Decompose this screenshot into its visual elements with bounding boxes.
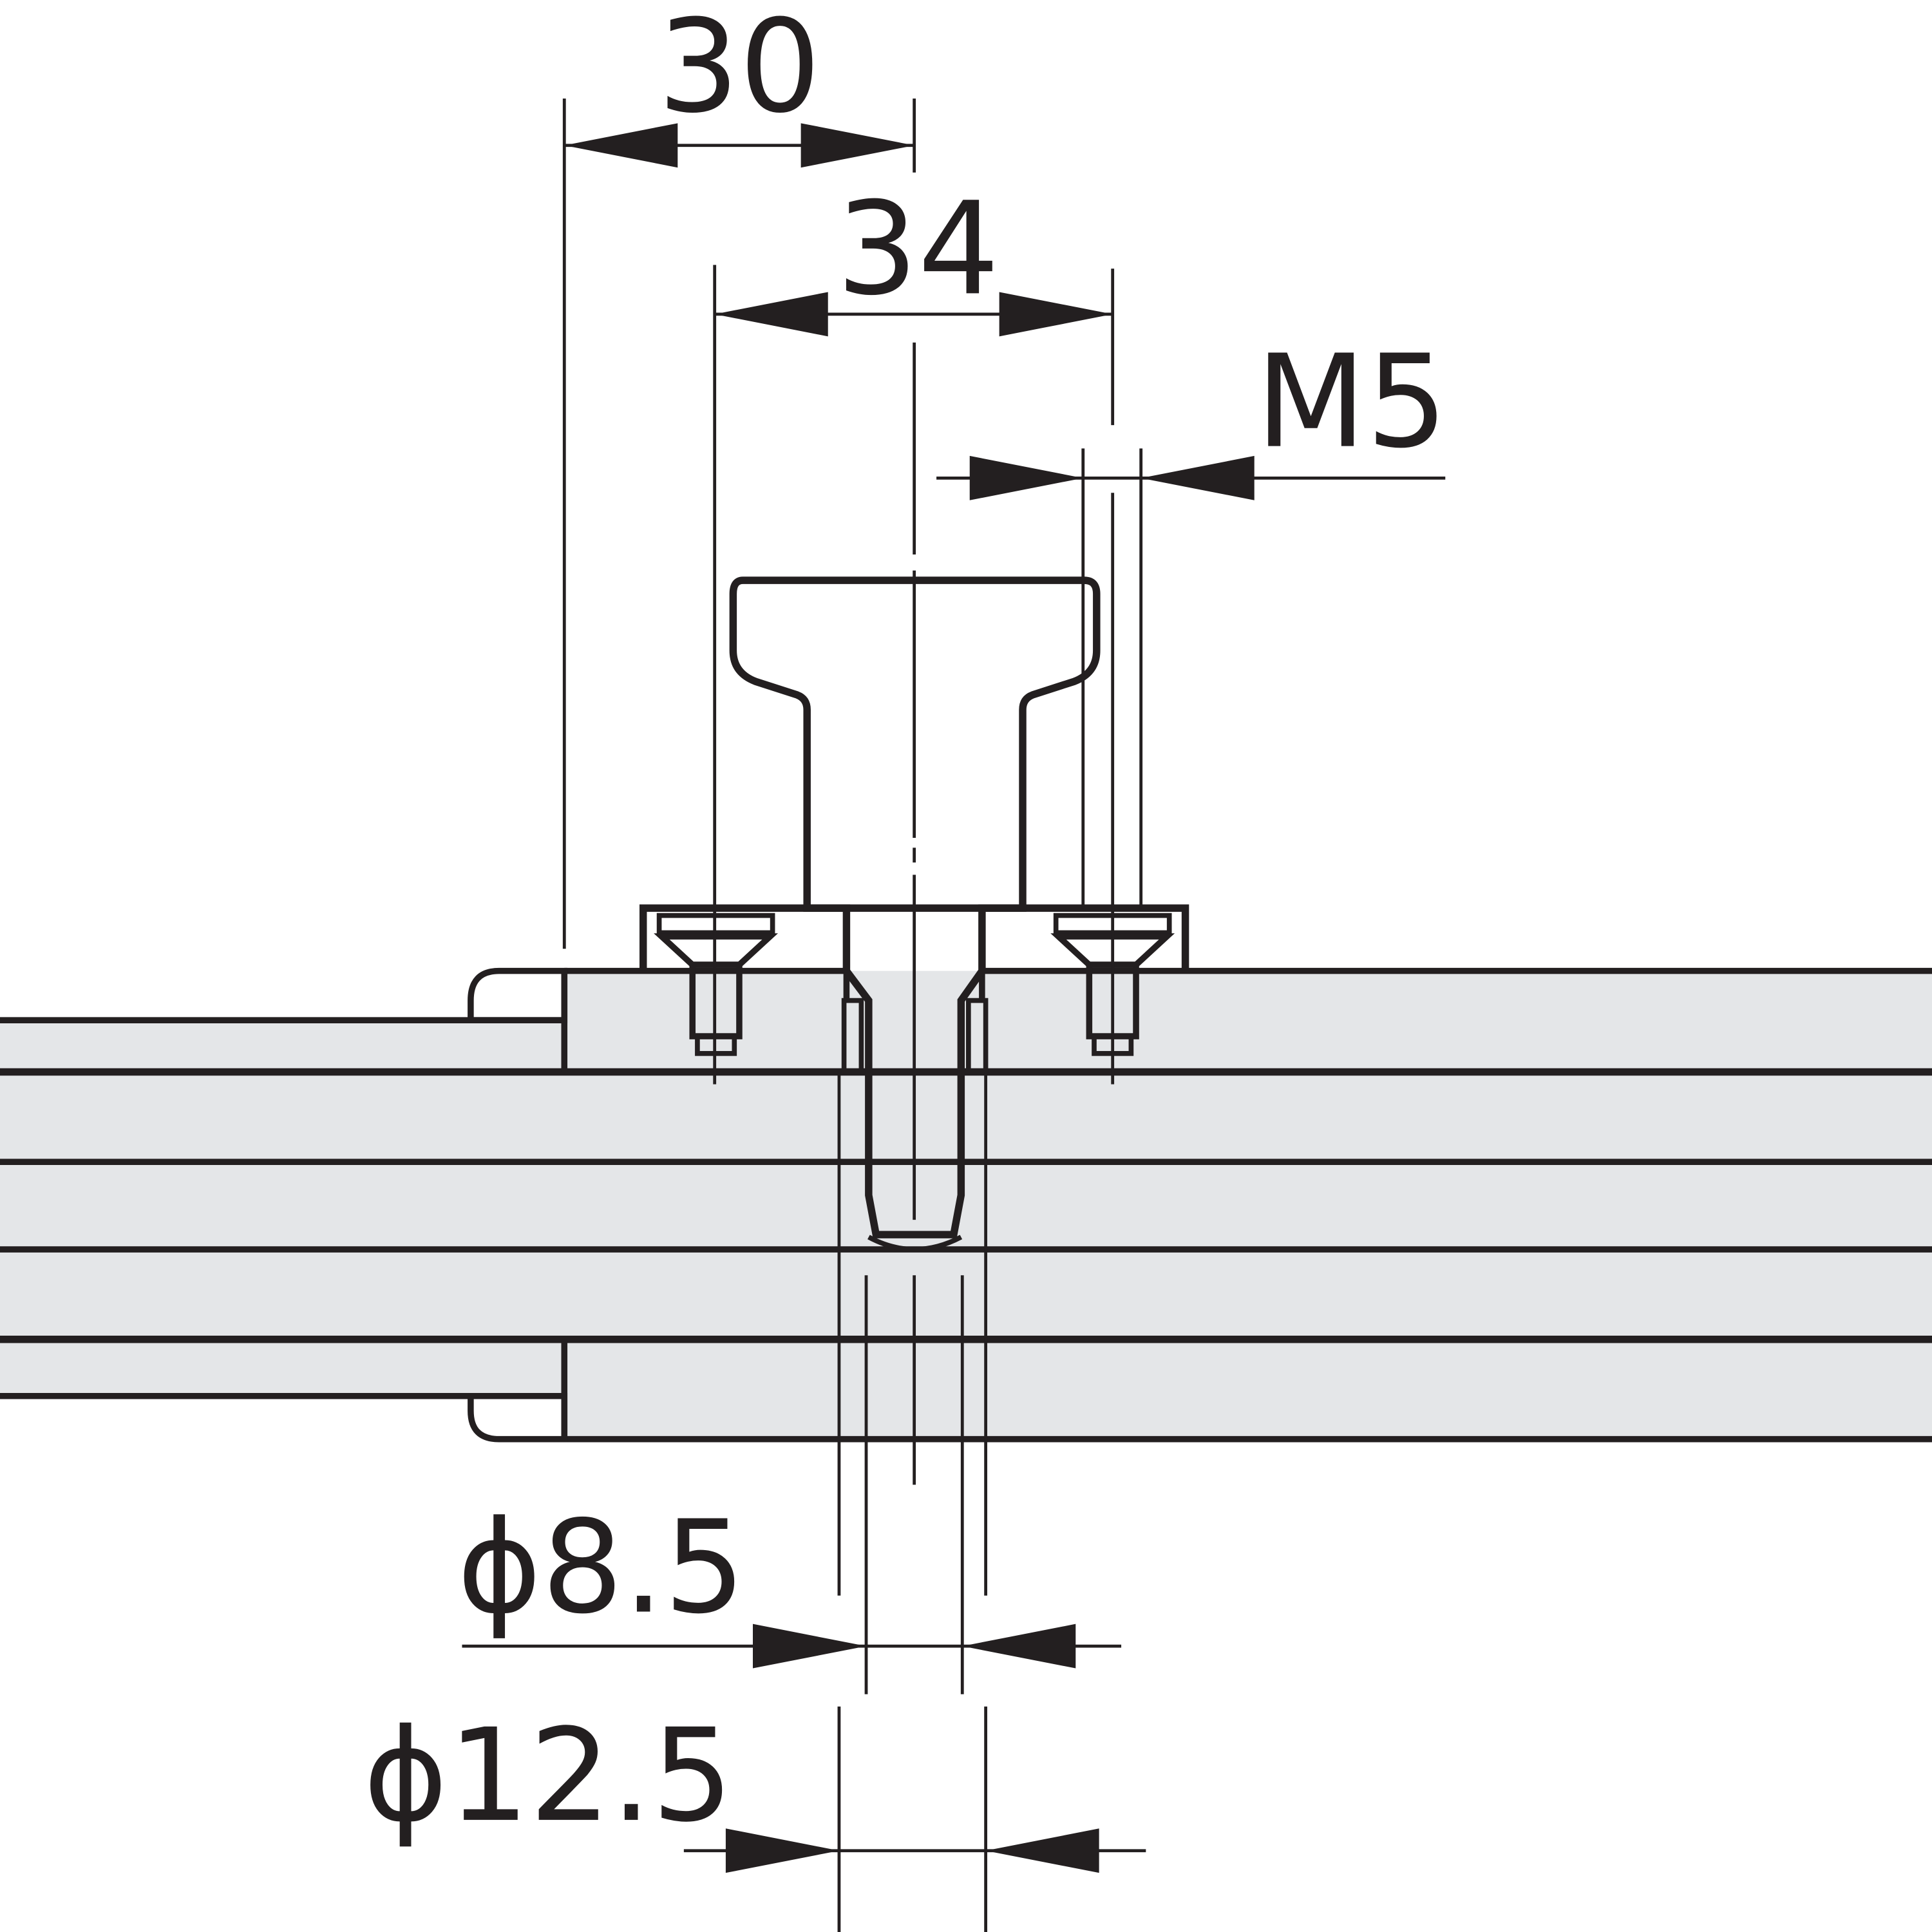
dimension-m5-label: M5 <box>1256 327 1448 477</box>
dimension-diameter-8-5-label: ϕ8.5 <box>457 1493 746 1642</box>
dimension-34: 34 <box>714 174 1113 337</box>
dimension-30-label: 30 <box>658 0 820 141</box>
dimension-34-label: 34 <box>837 174 999 323</box>
end-cap-bottom <box>468 1392 568 1443</box>
dimension-30: 30 <box>564 0 914 168</box>
dimension-m5: M5 <box>936 327 1448 500</box>
end-cap-top <box>468 967 568 1023</box>
aluminium-profile-stack <box>0 967 1932 1443</box>
centerlines <box>562 99 1143 1932</box>
mushroom-head-pin <box>729 576 1101 1252</box>
dimension-diameter-12-5: ϕ12.5 <box>363 1701 1146 1873</box>
dimension-diameter-8-5: ϕ8.5 <box>457 1493 1122 1669</box>
dimension-diameter-12-5-label: ϕ12.5 <box>363 1701 733 1850</box>
